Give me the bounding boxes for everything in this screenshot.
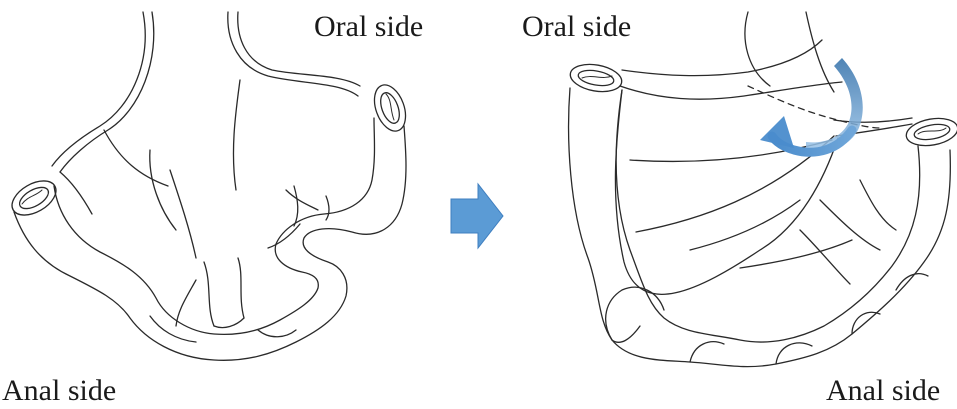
oral-side-label-right: Oral side (522, 12, 631, 42)
anal-side-label-right: Anal side (826, 376, 940, 406)
oral-side-label-left: Oral side (314, 12, 423, 42)
curved-rotation-arrow-icon (760, 58, 863, 152)
left-bowel-illustration (6, 12, 411, 360)
anal-side-label-left: Anal side (2, 376, 116, 406)
right-arrow-icon (451, 184, 503, 248)
right-bowel-illustration (568, 12, 957, 367)
